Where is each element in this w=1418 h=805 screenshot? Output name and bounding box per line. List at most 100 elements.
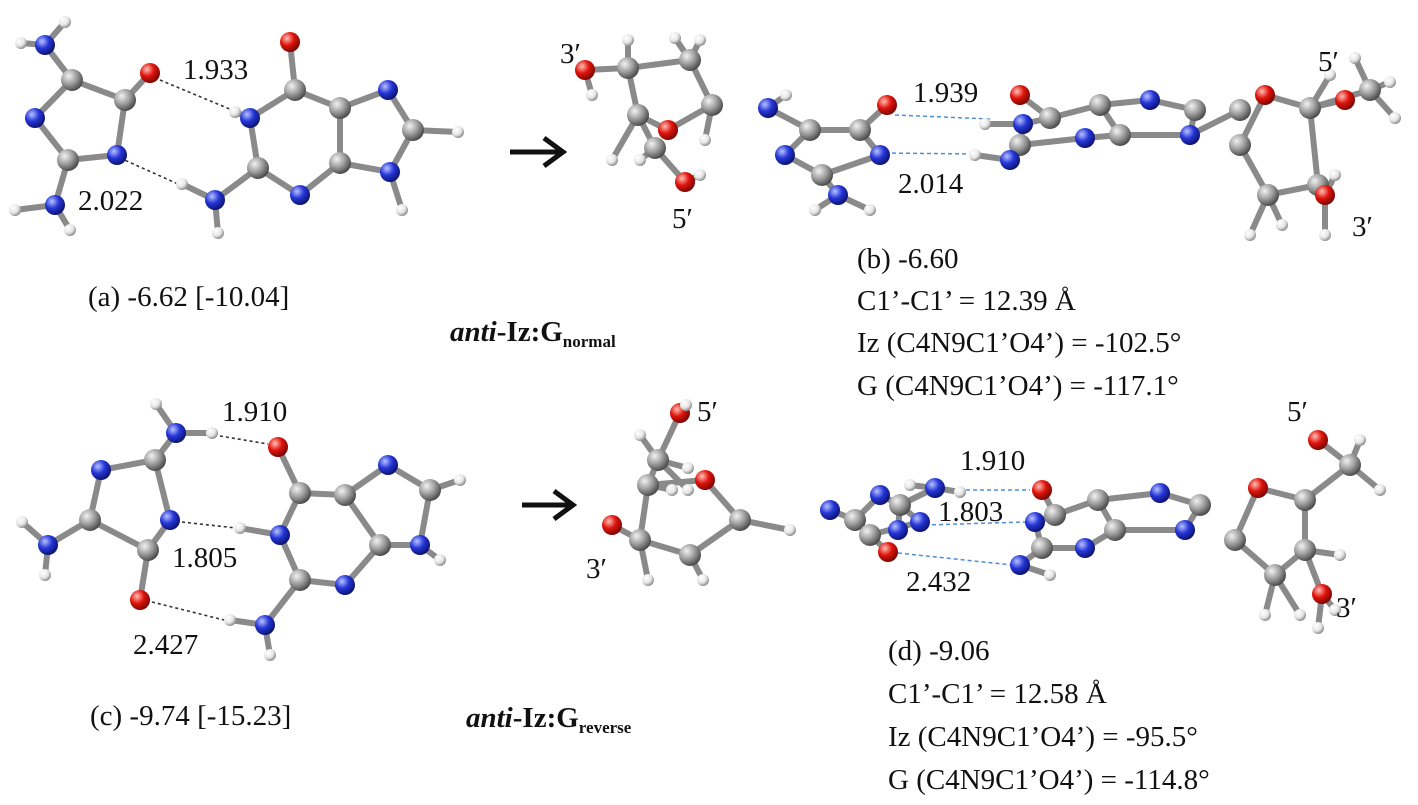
- panel-d-iz-torsion: Iz (C4N9C1’O4’) = -95.5°: [888, 721, 1198, 753]
- carbon-atom: [369, 534, 391, 556]
- arrow-right-icon-top: [510, 135, 568, 169]
- panel-a-hbond-top-label: 1.933: [183, 54, 249, 86]
- hydrogen-atom: [864, 204, 876, 216]
- carbon-atom: [289, 569, 311, 591]
- panel-b-c1-distance: C1’-C1’ = 12.39 Å: [857, 285, 1076, 317]
- hydrogen-atom: [694, 169, 706, 181]
- carbon-atom: [1257, 184, 1279, 206]
- oxygen-atom: [268, 437, 288, 457]
- carbon-atom: [329, 97, 351, 119]
- nitrogen-atom: [1075, 128, 1095, 148]
- hydrogen-atom: [1044, 569, 1056, 581]
- carbon-atom: [1009, 134, 1031, 156]
- panel-d-prime-bottom-left: 3′: [586, 553, 607, 585]
- nitrogen-atom: [925, 478, 945, 498]
- oxygen-atom: [1248, 478, 1268, 498]
- oxygen-atom: [695, 470, 715, 490]
- carbon-atom: [1264, 564, 1286, 586]
- hydrogen-atom: [16, 516, 28, 528]
- oxygen-atom: [130, 590, 150, 610]
- nitrogen-atom: [1175, 520, 1195, 540]
- carbon-atom: [799, 119, 821, 141]
- panel-b-prime-top-left: 3′: [560, 38, 581, 70]
- hydrogen-atom: [1329, 169, 1341, 181]
- carbon-atom: [679, 49, 701, 71]
- hydrogen-atom: [699, 134, 711, 146]
- hydrogen-bond: [884, 152, 974, 155]
- nitrogen-atom: [828, 185, 848, 205]
- panel-d-prime-bottom-right: 3′: [1336, 592, 1357, 624]
- carbon-atom: [1224, 529, 1246, 551]
- carbon-atom: [637, 474, 659, 496]
- hydrogen-atom: [1334, 549, 1346, 561]
- hydrogen-atom: [780, 89, 792, 101]
- hydrogen-atom: [212, 227, 224, 239]
- oxygen-atom: [140, 63, 160, 83]
- nitrogen-atom: [166, 423, 186, 443]
- panel-d-g-torsion: G (C4N9C1’O4’) = -114.8°: [888, 764, 1210, 796]
- nitrogen-atom: [1000, 150, 1020, 170]
- arrow-right-icon-bottom: [522, 488, 578, 522]
- carbon-atom: [889, 494, 911, 516]
- carbon-atom: [79, 509, 101, 531]
- carbon-atom: [627, 104, 649, 126]
- carbon-atom: [644, 137, 666, 159]
- hydrogen-atom: [1349, 52, 1361, 64]
- hydrogen-atom: [634, 154, 646, 166]
- carbon-atom: [334, 484, 356, 506]
- carbon-atom: [1109, 124, 1131, 146]
- hydrogen-atom: [234, 522, 246, 534]
- carbon-atom: [329, 152, 351, 174]
- carbon-atom: [811, 164, 833, 186]
- nitrogen-atom: [1180, 125, 1200, 145]
- atoms: [9, 16, 1401, 661]
- hydrogen-atom: [682, 484, 694, 496]
- title-reverse-subscript: reverse: [578, 718, 632, 737]
- carbon-atom: [1184, 99, 1206, 121]
- hydrogen-atom: [434, 554, 446, 566]
- panel-c-hbond-mid-label: 1.805: [172, 542, 238, 574]
- carbon-atom: [679, 544, 701, 566]
- carbon-atom: [247, 157, 269, 179]
- carbon-atom: [1339, 454, 1361, 476]
- nitrogen-atom: [870, 145, 890, 165]
- nitrogen-atom: [35, 35, 55, 55]
- carbon-atom: [1044, 504, 1066, 526]
- panel-c-hbond-top-label: 1.910: [222, 396, 288, 428]
- nitrogen-atom: [255, 615, 275, 635]
- title-anti-iz-g-normal: anti-Iz:Gnormal: [450, 316, 616, 351]
- carbon-atom: [1089, 94, 1111, 116]
- carbon-atom: [647, 449, 669, 471]
- hydrogen-atom: [697, 574, 709, 586]
- hydrogen-atom: [904, 479, 916, 491]
- hydrogen-atom: [954, 486, 966, 498]
- hydrogen-atom: [1354, 434, 1366, 446]
- hydrogen-atom: [39, 569, 51, 581]
- title-normal-italic: anti: [450, 316, 497, 348]
- nitrogen-atom: [205, 190, 225, 210]
- hydrogen-bond: [181, 521, 237, 529]
- hydrogen-atom: [15, 37, 27, 49]
- oxygen-atom: [1010, 85, 1030, 105]
- hydrogen-atom: [622, 34, 634, 46]
- nitrogen-atom: [38, 535, 58, 555]
- hydrogen-atom: [694, 34, 706, 46]
- nitrogen-atom: [1025, 512, 1045, 532]
- hydrogen-atom: [396, 204, 408, 216]
- nitrogen-atom: [410, 535, 430, 555]
- hydrogen-atom: [682, 462, 694, 474]
- nitrogen-atom: [378, 455, 398, 475]
- panel-b-iz-torsion: Iz (C4N9C1’O4’) = -102.5°: [857, 327, 1182, 359]
- panel-d-prime-top-right: 5′: [1287, 396, 1308, 428]
- hydrogen-atom: [452, 126, 464, 138]
- hydrogen-atom: [454, 474, 466, 486]
- panel-b-energy: (b) -6.60: [857, 243, 959, 275]
- carbon-atom: [402, 119, 424, 141]
- panel-d-hbond-bottom-label: 2.432: [906, 566, 972, 598]
- covalent-bond: [1307, 105, 1321, 188]
- nitrogen-atom: [240, 108, 260, 128]
- carbon-atom: [289, 482, 311, 504]
- carbon-atom: [144, 449, 166, 471]
- carbon-atom: [844, 509, 866, 531]
- title-reverse-main: -Iz:G: [512, 702, 579, 734]
